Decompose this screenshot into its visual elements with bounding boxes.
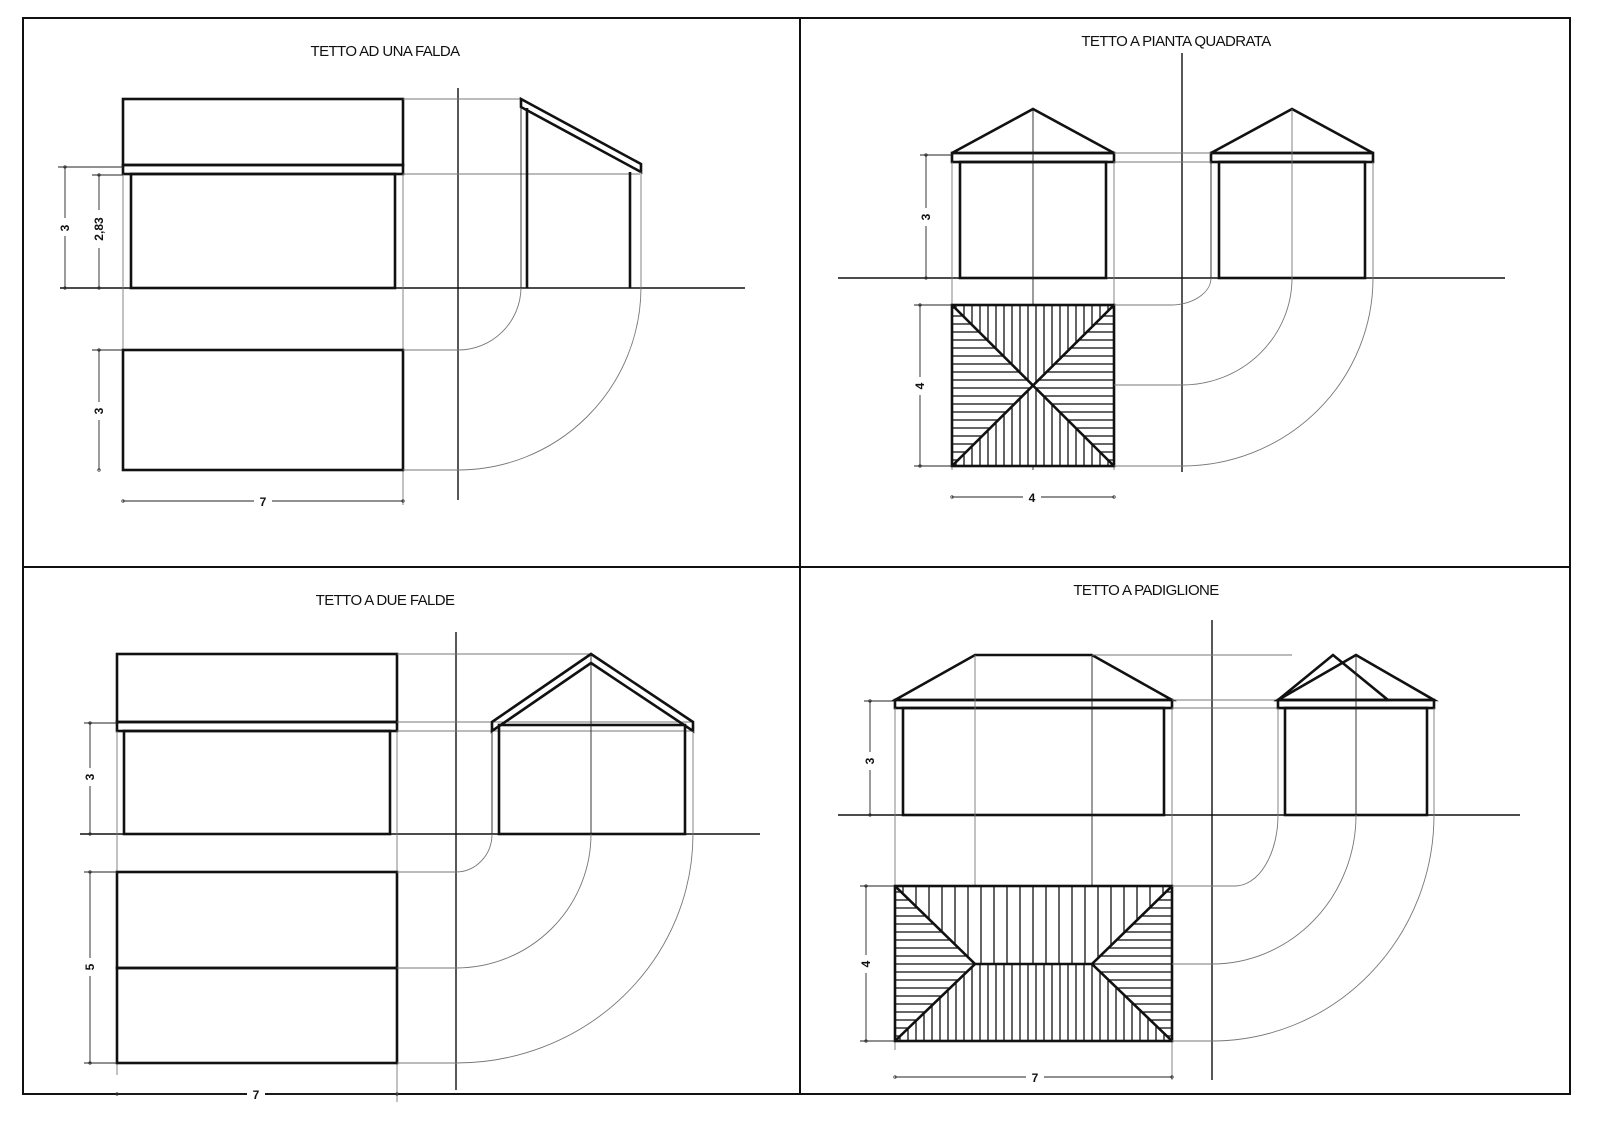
dim-depth: 3 [92,407,106,414]
panel-pavilion-roof: TETTO A PADIGLIONE [838,582,1520,1085]
square-roof-plan [950,303,1116,468]
panel-title: TETTO A PADIGLIONE [1073,582,1219,599]
dim-width: 7 [1032,1071,1039,1085]
dim-depth: 4 [859,960,873,967]
dim-height-wall: 2,83 [92,217,106,241]
wall-front [129,172,397,290]
dim-height-total: 3 [58,224,72,231]
panel-square-plan-roof: TETTO A PIANTA QUADRATA [838,33,1505,505]
roof-plan [121,348,405,472]
panel-one-slope-roof: TETTO AD UNA FALDA 3 2,83 [58,43,745,509]
pavilion-roof-plan [893,884,1174,1043]
dim-height: 3 [863,757,877,764]
dim-width: 7 [260,495,267,509]
panel-title: TETTO A DUE FALDE [316,592,455,609]
dim-depth: 5 [83,963,97,970]
dim-depth: 4 [913,382,927,389]
sheet-frame [22,17,1571,1095]
panel-title: TETTO AD UNA FALDA [311,43,461,60]
dim-width: 4 [1029,491,1036,505]
dim-width: 7 [253,1088,260,1102]
roof-hatch [121,97,405,167]
dim-height: 3 [83,773,97,780]
dim-height: 3 [919,213,933,220]
panel-two-slope-roof: TETTO A DUE FALDE 3 5 [80,592,760,1102]
panel-title: TETTO A PIANTA QUADRATA [1081,33,1271,50]
